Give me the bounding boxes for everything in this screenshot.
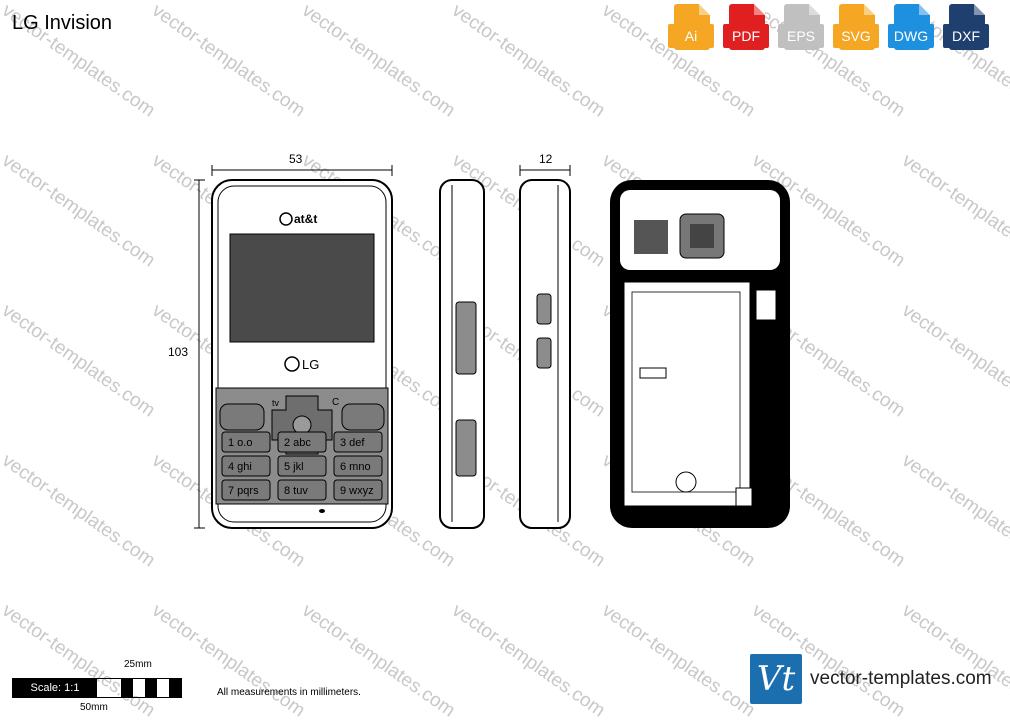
- format-svg-label: SVG: [833, 24, 879, 48]
- key-5-label: 5 jkl: [284, 461, 304, 473]
- send-key: [219, 403, 265, 431]
- key-4: [221, 455, 271, 477]
- key-5: [277, 455, 327, 477]
- scale-bar: Scale: 1:1: [12, 678, 182, 698]
- format-pdf-label: PDF: [723, 24, 769, 48]
- key-6-label: 6 mno: [340, 461, 371, 473]
- depth-dimension: 12: [539, 152, 553, 166]
- key-7-label: 7 pqrs: [228, 485, 259, 497]
- vt-logo-icon[interactable]: Vt: [750, 654, 802, 704]
- carrier-logo: at&t: [294, 212, 317, 226]
- side-view-left: [439, 179, 485, 529]
- scale-label: Scale: 1:1: [13, 679, 97, 697]
- key-2-label: 2 abc: [284, 437, 311, 449]
- recycle-symbol: [735, 487, 753, 507]
- format-svg[interactable]: SVG: [833, 4, 879, 56]
- format-ai-label: Ai: [668, 24, 714, 48]
- speaker-grille: [634, 220, 668, 254]
- front-view: at&t LG tv C 1 o.o 2 abc 3 def 4 ghi 5 jkl 6 …: [211, 179, 393, 529]
- back-view: [610, 180, 790, 528]
- att-globe-icon: [279, 212, 293, 226]
- format-ai[interactable]: Ai: [668, 4, 714, 56]
- key-6: [333, 455, 383, 477]
- key-9: [333, 479, 383, 501]
- key-4-label: 4 ghi: [228, 461, 252, 473]
- clear-key-label: C: [332, 397, 339, 408]
- format-dwg-label: DWG: [888, 24, 934, 48]
- format-eps[interactable]: EPS: [778, 4, 824, 56]
- lg-logo-icon: [284, 356, 300, 372]
- tv-key-label: tv: [272, 398, 280, 408]
- dimension-lines: [194, 165, 571, 529]
- end-key: [341, 403, 385, 431]
- measurement-note: All measurements in millimeters.: [217, 687, 361, 698]
- width-dimension: 53: [289, 152, 303, 166]
- screen: [229, 233, 375, 343]
- key-9-label: 9 wxyz: [340, 485, 374, 497]
- scale-large-label: 50mm: [80, 702, 108, 713]
- format-list: Ai PDF EPS SVG DWG DXF: [668, 4, 989, 56]
- key-1-label: 1 o.o: [228, 437, 252, 449]
- battery-bay: [623, 281, 751, 507]
- key-8-label: 8 tuv: [284, 485, 308, 497]
- site-link[interactable]: vector-templates.com: [810, 668, 992, 689]
- scale-small-label: 25mm: [124, 659, 152, 670]
- format-eps-label: EPS: [778, 24, 824, 48]
- key-3-label: 3 def: [340, 437, 365, 449]
- key-1: [221, 431, 271, 453]
- dpad-center: [292, 415, 312, 435]
- key-3: [333, 431, 383, 453]
- key-7: [221, 479, 271, 501]
- key-2: [277, 431, 327, 453]
- height-dimension: 103: [168, 345, 189, 359]
- format-dwg[interactable]: DWG: [888, 4, 934, 56]
- format-pdf[interactable]: PDF: [723, 4, 769, 56]
- key-8: [277, 479, 327, 501]
- mic-hole: [319, 509, 325, 513]
- page-title: LG Invision: [12, 12, 113, 34]
- brand-logo: LG: [302, 357, 319, 372]
- format-dxf-label: DXF: [943, 24, 989, 48]
- side-view-right: [519, 179, 571, 529]
- format-dxf[interactable]: DXF: [943, 4, 989, 56]
